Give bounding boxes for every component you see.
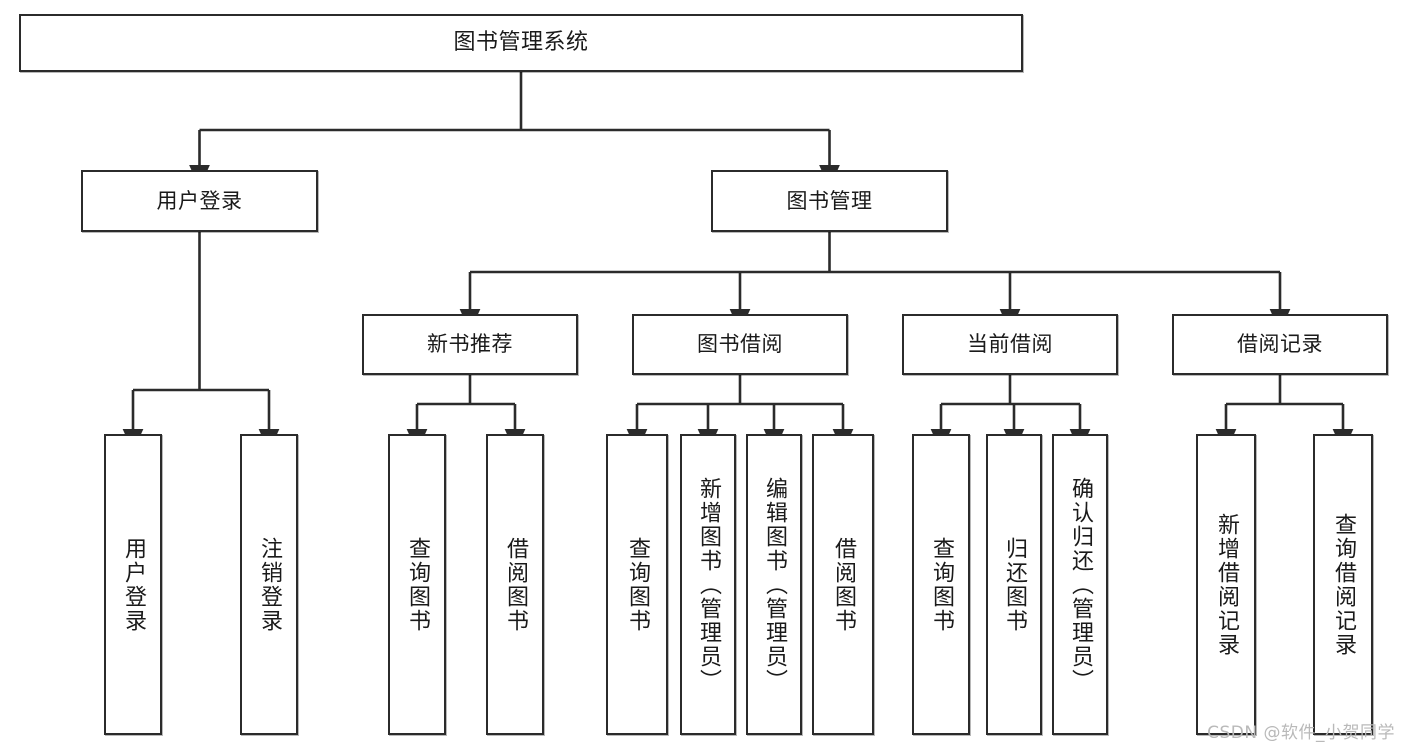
node-new-book-recommend-label: 新书推荐 bbox=[427, 332, 513, 357]
node-borrow-record-label: 借阅记录 bbox=[1237, 332, 1323, 357]
node-book-borrow-label: 图书借阅 bbox=[697, 332, 783, 357]
leaf-borrow-add-book-label: 新增图书（管理员） bbox=[696, 476, 721, 693]
leaf-borrow-query-book[interactable]: 查询图书 bbox=[606, 434, 668, 735]
node-borrow-record[interactable]: 借阅记录 bbox=[1172, 314, 1388, 375]
csdn-watermark: CSDN @软件_小贺同学 bbox=[1207, 723, 1395, 743]
node-root-label: 图书管理系统 bbox=[453, 30, 589, 56]
leaf-current-return-book-label: 归还图书 bbox=[1002, 536, 1027, 633]
leaf-current-query-book-label: 查询图书 bbox=[929, 536, 954, 633]
leaf-borrow-edit-book[interactable]: 编辑图书（管理员） bbox=[746, 434, 802, 735]
leaf-current-confirm-return-label: 确认归还（管理员） bbox=[1068, 476, 1093, 693]
leaf-record-query[interactable]: 查询借阅记录 bbox=[1313, 434, 1373, 735]
leaf-borrow-add-book[interactable]: 新增图书（管理员） bbox=[680, 434, 736, 735]
node-current-borrow[interactable]: 当前借阅 bbox=[902, 314, 1118, 375]
leaf-user-login-label: 用户登录 bbox=[121, 536, 146, 633]
leaf-record-query-label: 查询借阅记录 bbox=[1331, 512, 1356, 657]
leaf-new-query-book-label: 查询图书 bbox=[405, 536, 430, 633]
node-book-management-module-label: 图书管理 bbox=[786, 188, 873, 213]
leaf-current-query-book[interactable]: 查询图书 bbox=[912, 434, 970, 735]
node-current-borrow-label: 当前借阅 bbox=[967, 332, 1053, 357]
leaf-current-return-book[interactable]: 归还图书 bbox=[986, 434, 1042, 735]
leaf-user-logout-label: 注销登录 bbox=[257, 536, 282, 633]
leaf-borrow-borrow-book-label: 借阅图书 bbox=[831, 536, 856, 633]
leaf-new-query-book[interactable]: 查询图书 bbox=[388, 434, 446, 735]
node-root[interactable]: 图书管理系统 bbox=[19, 14, 1023, 72]
leaf-user-logout[interactable]: 注销登录 bbox=[240, 434, 298, 735]
leaf-borrow-borrow-book[interactable]: 借阅图书 bbox=[812, 434, 874, 735]
node-user-login-module[interactable]: 用户登录 bbox=[81, 170, 318, 232]
leaf-borrow-query-book-label: 查询图书 bbox=[625, 536, 650, 633]
node-user-login-module-label: 用户登录 bbox=[156, 188, 243, 213]
leaf-new-borrow-book[interactable]: 借阅图书 bbox=[486, 434, 544, 735]
leaf-borrow-edit-book-label: 编辑图书（管理员） bbox=[762, 476, 787, 693]
leaf-user-login[interactable]: 用户登录 bbox=[104, 434, 162, 735]
leaf-record-add-label: 新增借阅记录 bbox=[1214, 512, 1239, 657]
node-new-book-recommend[interactable]: 新书推荐 bbox=[362, 314, 578, 375]
edge-paths bbox=[122, 72, 1354, 453]
leaf-current-confirm-return[interactable]: 确认归还（管理员） bbox=[1052, 434, 1108, 735]
node-book-borrow[interactable]: 图书借阅 bbox=[632, 314, 848, 375]
leaf-record-add[interactable]: 新增借阅记录 bbox=[1196, 434, 1256, 735]
leaf-new-borrow-book-label: 借阅图书 bbox=[503, 536, 528, 633]
node-book-management-module[interactable]: 图书管理 bbox=[711, 170, 948, 232]
